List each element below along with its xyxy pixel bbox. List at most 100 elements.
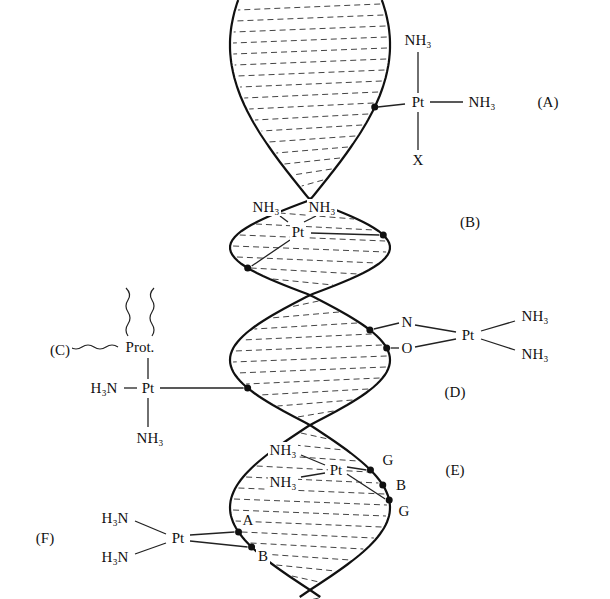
base-pair-rung [246, 378, 379, 384]
binding-dot [366, 327, 373, 334]
base-pair-rung [269, 136, 356, 142]
ligand: NH₃ [251, 199, 282, 216]
callout-letter: (A) [536, 94, 561, 111]
bond-line [415, 325, 456, 332]
base-pair-rung [238, 4, 380, 10]
atom-label: N [400, 314, 415, 331]
base-pair-rung [293, 598, 319, 599]
bond-line [190, 541, 248, 547]
base-label: G [397, 503, 412, 520]
base-pair-rung [278, 400, 353, 406]
base-pair-rung [237, 367, 386, 373]
base-pair-rung [233, 356, 387, 362]
bond-line [304, 216, 316, 222]
metal-atom: Pt [410, 94, 427, 111]
base-pair-rung [293, 169, 332, 175]
base-pair-rung [238, 488, 384, 494]
base-pair-rung [249, 103, 373, 109]
bond-line [135, 521, 166, 534]
ligand: NH₃ [520, 308, 551, 325]
ligand: X [411, 152, 426, 169]
ligand: NH₃ [268, 474, 299, 491]
base-pair-rung [242, 532, 374, 538]
base-label: A [241, 512, 256, 529]
base-pair-rung [260, 389, 368, 395]
dna-strand [230, 0, 390, 597]
metal-atom: Pt [460, 327, 477, 344]
binding-dot [235, 529, 242, 536]
callout-letter: (D) [443, 384, 468, 401]
binding-dot [367, 467, 374, 474]
base-pair-rung [234, 499, 387, 505]
bond-line [301, 473, 325, 477]
callout-letter: (E) [443, 462, 466, 479]
binding-dot [383, 345, 390, 352]
metal-atom: Pt [140, 380, 157, 397]
ligand: NH₃ [520, 346, 551, 363]
metal-atom: Pt [290, 224, 307, 241]
base-pair-rung [233, 48, 387, 54]
bond-line [311, 233, 379, 235]
ligand: H₃N [100, 549, 131, 566]
base-pair-rung [302, 180, 323, 186]
atom-label: O [400, 340, 415, 357]
binding-dot [379, 482, 386, 489]
callout-letter: (C) [48, 342, 72, 359]
bond-line [190, 532, 235, 535]
bond-line [135, 543, 166, 554]
binding-dot [386, 497, 393, 504]
ligand: NH₃ [467, 94, 498, 111]
bond-line [280, 216, 288, 222]
bond-line [391, 347, 399, 348]
bond-line [252, 240, 290, 266]
base-pair-rung [271, 312, 339, 318]
ligand: NH₃ [403, 32, 434, 49]
dna-strand [230, 0, 390, 597]
base-pair-rung [233, 510, 386, 516]
protein-chain [126, 288, 130, 336]
base-label: B [394, 477, 408, 494]
bond-line [374, 323, 399, 329]
base-pair-rung [235, 59, 387, 65]
binding-dot [371, 104, 378, 111]
base-pair-rung [257, 466, 370, 472]
bond-line [347, 474, 385, 499]
base-pair-rung [240, 235, 385, 241]
bond-line [417, 112, 418, 150]
metal-atom: Pt [328, 462, 345, 479]
ligand: NH₃ [307, 199, 338, 216]
base-pair-rung [276, 565, 335, 571]
binding-dot [244, 265, 251, 272]
base-pair-rung [235, 345, 382, 351]
base-pair-rung [276, 147, 348, 153]
base-pair-rung [262, 554, 350, 560]
base-pair-rung [251, 268, 359, 274]
base-pair-rung [233, 37, 387, 43]
base-pair-rung [254, 323, 357, 329]
base-pair-rung [234, 26, 386, 32]
bond-line [417, 52, 418, 93]
bond-line [378, 104, 405, 107]
bond-line [147, 398, 148, 427]
base-pair-rung [255, 114, 368, 120]
base-pair-rung [235, 15, 383, 21]
bond-line [430, 101, 463, 102]
metal-atom: Pt [170, 530, 187, 547]
binding-dot [380, 232, 387, 239]
base-label: G [381, 452, 396, 469]
bond-line [347, 467, 366, 470]
base-pair-rung [236, 521, 382, 527]
ligand: NH₃ [268, 442, 299, 459]
base-label: B [256, 548, 270, 565]
base-pair-rung [242, 334, 372, 340]
ligand: H₃N [89, 380, 120, 397]
binding-dot [244, 385, 251, 392]
protein-chain [70, 345, 118, 349]
ligand: H₃N [100, 510, 131, 527]
bond-line [124, 387, 137, 388]
bond-line [481, 321, 515, 331]
base-pair-rung [244, 92, 378, 98]
callout-letter: (F) [34, 530, 56, 547]
ligand: NH₃ [135, 430, 166, 447]
